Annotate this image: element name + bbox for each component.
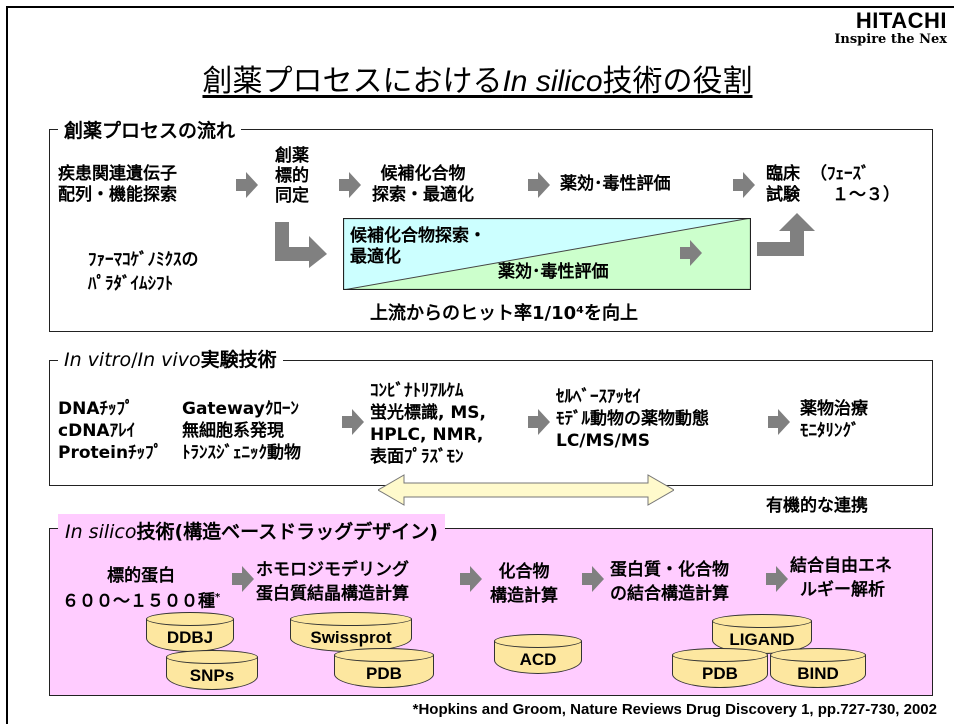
arrow-right-icon — [528, 172, 550, 198]
hitachi-logo: HITACHI Inspire the Nex — [834, 10, 947, 48]
database-pdb2-icon: PDB — [672, 648, 768, 688]
title-pre: 創薬プロセスにおける — [202, 64, 503, 99]
database-swissprot-icon: Swissprot — [290, 612, 412, 652]
double-arrow-icon — [378, 474, 674, 506]
arrow-right-icon — [342, 409, 364, 435]
drug-therapy-monitoring: 薬物治療ﾓﾆﾀﾘﾝｸﾞ — [800, 399, 868, 441]
in-vitro-in-vivo-legend: In vitro/In vivo実験技術 — [58, 345, 283, 372]
database-pdb-icon: PDB — [334, 648, 434, 688]
slide-frame — [6, 6, 954, 724]
legend-in-vitro: In vitro — [64, 349, 132, 371]
arrow-right-icon — [680, 240, 702, 266]
flow-legend: 創薬プロセスの流れ — [58, 116, 242, 143]
homology-modeling: ホモロジモデリング蛋白質結晶構造計算 — [256, 560, 409, 604]
title-post: 技術の役割 — [602, 64, 753, 99]
database-bind-icon: BIND — [770, 648, 866, 688]
citation: *Hopkins and Groom, Nature Reviews Drug … — [412, 701, 937, 718]
drug-discovery-flow-box — [49, 129, 933, 332]
slide-title: 創薬プロセスにおけるIn silico技術の役割 — [0, 56, 955, 100]
database-ligand-icon: LIGAND — [712, 614, 812, 654]
binding-structure-calc: 蛋白質・化合物の結合構造計算 — [610, 560, 729, 604]
arrow-right-icon — [733, 172, 755, 198]
database-ddbj-icon: DDBJ — [146, 612, 234, 652]
database-snps-icon: SNPs — [166, 650, 258, 690]
bent-arrow-up-right-icon — [757, 213, 815, 256]
arrow-right-icon — [768, 409, 790, 435]
organic-link-label: 有機的な連携 — [766, 496, 868, 516]
arrow-right-icon — [766, 566, 788, 592]
in-silico-legend: In silico技術(構造ベースドラッグデザイン) — [58, 514, 445, 547]
brand-tagline: Inspire the Nex — [834, 32, 947, 47]
arrow-right-icon — [582, 566, 604, 592]
free-energy-analysis: 結合自由エネルギー解析 — [790, 556, 892, 600]
bent-arrow-down-right-icon — [275, 222, 327, 268]
database-acd-icon: ACD — [494, 634, 582, 674]
pharmacogenomics-shift: ﾌｧｰﾏｺｹﾞﾉﾐｸｽのﾊﾟﾗﾀﾞｲﾑｼﾌﾄ — [88, 250, 199, 294]
arrow-right-icon — [232, 566, 254, 592]
arrow-right-icon — [528, 409, 550, 435]
step-candidate-search: 候補化合物探索・最適化 — [372, 164, 474, 205]
paradigm-triangle-box — [343, 218, 751, 290]
legend-in-silico: In silico — [65, 521, 137, 543]
compound-structure-calc: 化合物構造計算 — [490, 562, 558, 606]
arrow-right-icon — [460, 566, 482, 592]
step-target-identification: 創薬標的同定 — [275, 146, 309, 206]
step-clinical-trial: 臨床試験 — [766, 164, 800, 205]
expression-technologies: Gatewayｸﾛｰﾝ無細胞系発現ﾄﾗﾝｽｼﾞｪﾆｯｸ動物 — [182, 399, 301, 463]
title-italic: In silico — [502, 65, 603, 98]
step-gene-search: 疾患関連遺伝子配列・機能探索 — [58, 164, 177, 205]
screening-technologies: ｺﾝﾋﾞﾅﾄﾘｱﾙｹﾑ蛍光標識, MS,HPLC, NMR,表面ﾌﾟﾗｽﾞﾓﾝ — [370, 381, 486, 467]
legend-in-vivo: In vivo — [137, 349, 201, 371]
brand-name: HITACHI — [855, 8, 947, 33]
triangle-bottom-text: 薬効･毒性評価 — [498, 262, 609, 282]
arrow-right-icon — [339, 172, 361, 198]
step-efficacy-toxicity: 薬効･毒性評価 — [560, 174, 671, 194]
arrow-right-icon — [236, 172, 258, 198]
hit-rate-text: 上流からのヒット率1/10⁴を向上 — [370, 303, 639, 324]
triangle-top-text: 候補化合物探索・最適化 — [350, 226, 486, 267]
